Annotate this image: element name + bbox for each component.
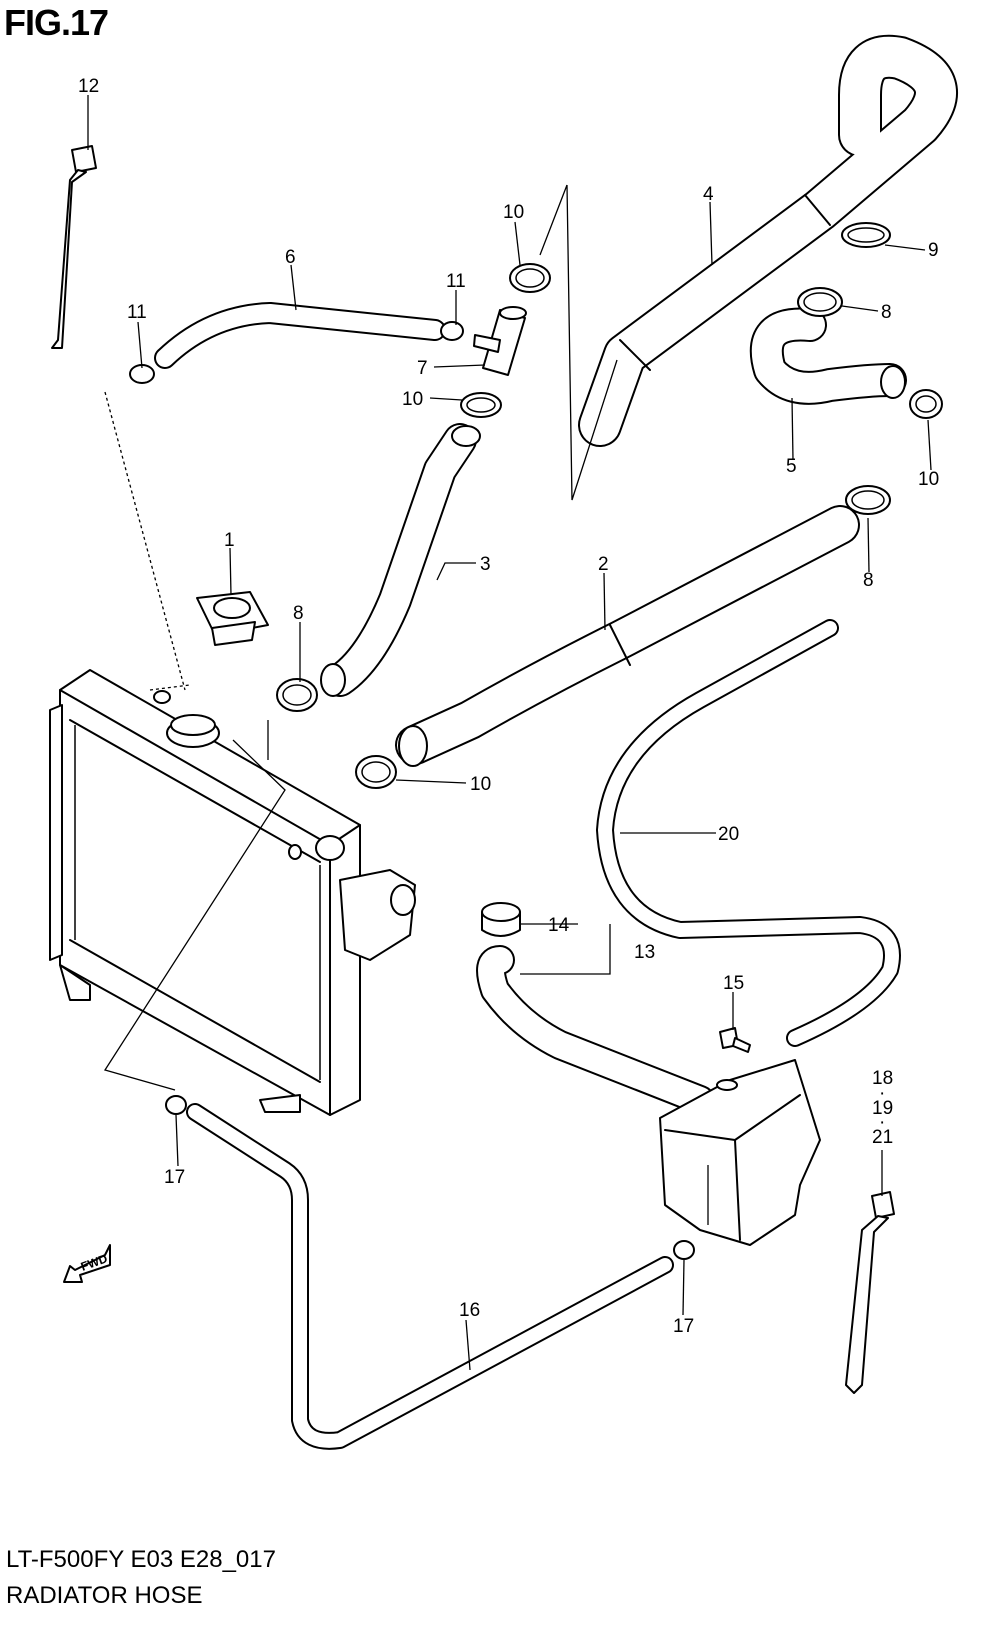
hose-2	[395, 505, 860, 767]
clamp-8-left	[276, 678, 318, 712]
callout-4: 4	[703, 184, 714, 205]
callout-3: 3	[480, 554, 491, 575]
hose-20	[596, 619, 901, 1047]
callout-21: 21	[872, 1127, 893, 1148]
callout-6: 6	[285, 247, 296, 268]
callout-1: 1	[224, 530, 235, 551]
callout-13: 13	[634, 942, 655, 963]
callout-12: 12	[78, 76, 99, 97]
figure-code: LT-F500FY E03 E28_017	[6, 1546, 276, 1573]
callout-8-right: 8	[863, 570, 874, 591]
callout-20: 20	[718, 824, 739, 845]
callout-10-mid: 10	[402, 389, 423, 410]
clamp-8-upper	[797, 287, 843, 317]
clamp-10-right	[909, 389, 943, 419]
hose-6	[154, 302, 446, 369]
figure-name: RADIATOR HOSE	[6, 1582, 203, 1609]
hose-5	[749, 307, 907, 405]
clamp-11-right	[440, 321, 464, 341]
callout-9: 9	[928, 240, 939, 261]
callout-19: 19	[872, 1098, 893, 1119]
clamp-10-top	[509, 263, 551, 293]
hose-16	[186, 1103, 674, 1450]
clamp-8-right	[845, 485, 891, 515]
callout-2: 2	[598, 554, 609, 575]
reservoir-tank	[659, 1059, 821, 1246]
clamp-17-right	[673, 1240, 695, 1260]
callout-18: 18	[872, 1068, 893, 1089]
clamp-17-left	[165, 1095, 187, 1115]
callout-17-left: 17	[164, 1167, 185, 1188]
callout-10-top: 10	[503, 202, 524, 223]
callout-10-bottom: 10	[470, 774, 491, 795]
radiator	[49, 669, 416, 1116]
hose-3	[320, 423, 481, 697]
callout-11-right: 11	[446, 271, 466, 292]
fwd-arrow-icon: FWD	[63, 1244, 111, 1283]
callout-14: 14	[548, 915, 570, 936]
clamp-9	[841, 222, 891, 248]
figure-title: FIG.17	[4, 2, 109, 43]
radiator-cap	[196, 591, 269, 646]
callout-7: 7	[417, 358, 428, 379]
cap-14	[481, 902, 521, 937]
callout-16: 16	[459, 1300, 480, 1321]
hose-13	[476, 945, 730, 1150]
clamp-10-bottom	[355, 755, 397, 789]
joint-7	[473, 306, 527, 376]
callout-10-right: 10	[918, 469, 939, 490]
hose-4	[578, 34, 958, 447]
callout-17-right: 17	[673, 1316, 694, 1337]
bolt-15	[719, 1027, 751, 1053]
callout-11-left: 11	[127, 302, 147, 323]
callout-8-left: 8	[293, 603, 304, 624]
cable-tie-12	[51, 145, 97, 349]
callout-dot-1: ·	[879, 1083, 885, 1104]
clamp-10-mid	[460, 392, 502, 418]
callout-8-upper: 8	[881, 302, 892, 323]
callout-15: 15	[723, 973, 744, 994]
callout-dot-2: ·	[879, 1112, 885, 1133]
cable-tie-18	[845, 1191, 895, 1394]
callout-5: 5	[786, 456, 797, 477]
